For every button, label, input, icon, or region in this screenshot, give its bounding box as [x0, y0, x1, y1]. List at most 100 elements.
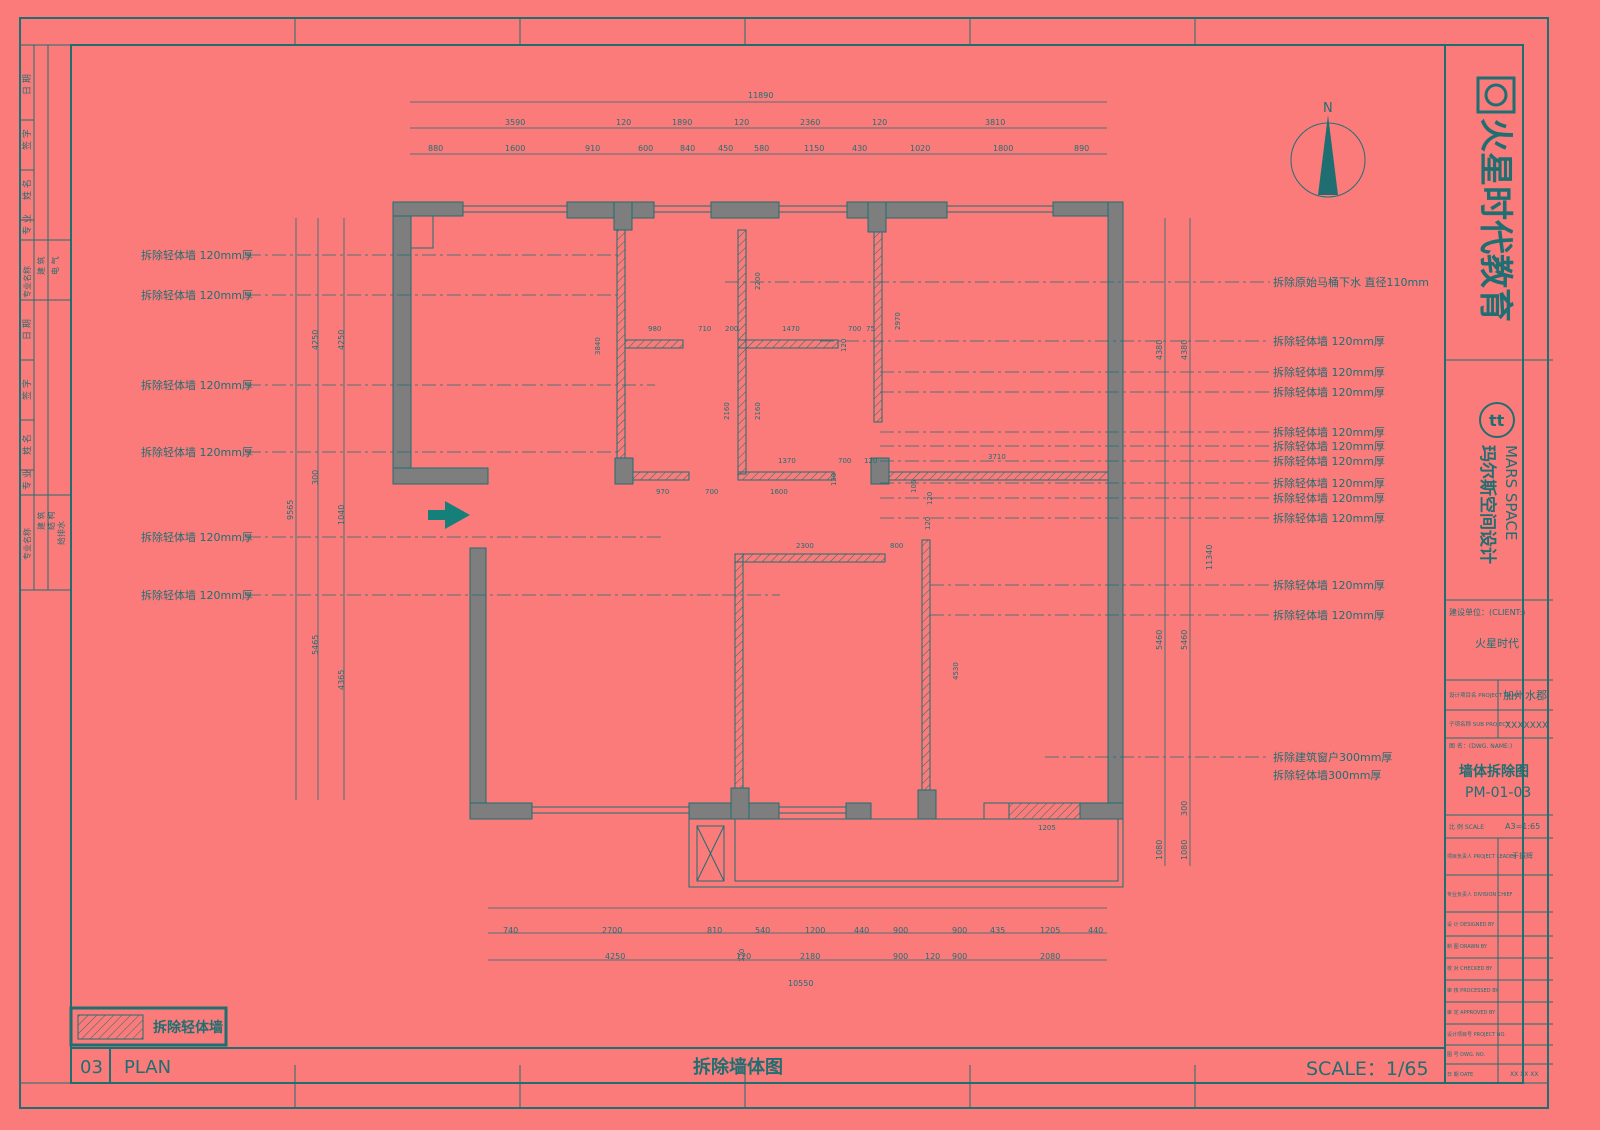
project-label: 设计项目名 PROJECT NAME	[1449, 691, 1520, 699]
dim-int-13: 700	[838, 457, 851, 465]
dim-top-r3-7: 1150	[804, 144, 824, 153]
project-value: 加州水郡	[1503, 689, 1547, 702]
leader-lines	[247, 254, 1270, 758]
strip-discipline-b: 专业名称	[22, 528, 32, 560]
right-note-0: 拆除原始马桶下水 直径110mm	[1273, 275, 1429, 289]
plan-walls	[392, 201, 1124, 820]
scale-label: 比 例 SCALE	[1449, 823, 1484, 831]
dim-top-r3-6: 580	[754, 144, 769, 153]
dim-top-r3-3: 600	[638, 144, 653, 153]
mars-space-cn: 玛尔斯空间设计	[1477, 445, 1498, 564]
dim-top-r2-1: 120	[616, 118, 631, 127]
row-label-4: 校 对 CHECKED BY	[1447, 965, 1493, 972]
side-dimensions: 4250 4250 300 1040 9565 5465 4365 4380 4…	[286, 330, 1214, 860]
left-note-4: 拆除轻体墙 120mm厚	[141, 530, 253, 544]
dim-right-6: 1080	[1155, 840, 1164, 860]
dim-bot-r2-3: 900	[893, 952, 908, 961]
dim-top-r3-10: 1800	[993, 144, 1013, 153]
dim-right-7: 1080	[1180, 840, 1189, 860]
company-name: 火星时代教育	[1475, 118, 1515, 322]
right-note-7: 拆除轻体墙 120mm厚	[1273, 476, 1385, 490]
dim-bot-r2-2: 2180	[800, 952, 820, 961]
row-label-3: 制 图 DRAWN BY	[1447, 943, 1488, 950]
bottom-title-bar: 03 PLAN 拆除墙体图 SCALE：1/65	[71, 1047, 1445, 1083]
dim-bot-r1-6: 900	[893, 926, 908, 935]
left-note-2: 拆除轻体墙 120mm厚	[141, 378, 253, 392]
dim-int-23: 800	[890, 542, 903, 550]
dim-int-3: 200	[725, 325, 738, 333]
legend-label: 拆除轻体墙	[153, 1019, 223, 1036]
dim-left-2: 300	[311, 470, 320, 485]
row-label-6: 审 定 APPROVED BY	[1447, 1009, 1496, 1016]
dim-bot-r2-6: 2080	[1040, 952, 1060, 961]
row-value-0: 于振辉	[1512, 851, 1533, 860]
dim-top-r2-2: 1890	[672, 118, 692, 127]
left-note-5: 拆除轻体墙 120mm厚	[141, 588, 253, 602]
bottom-dimensions: 740 2700 810 540 1200 440 900 900 435 12…	[503, 926, 1103, 988]
dim-bot-r2-1: 120	[736, 952, 751, 961]
dim-top-r3-5: 450	[718, 144, 733, 153]
dim-right-1: 4380	[1180, 340, 1189, 360]
dim-left-4: 9565	[286, 500, 295, 520]
dim-int-12: 1370	[778, 457, 796, 465]
dim-left-3: 1040	[337, 505, 346, 525]
dim-int-27: 120	[738, 949, 746, 962]
right-annotations: 拆除原始马桶下水 直径110mm 拆除轻体墙 120mm厚 拆除轻体墙 120m…	[1273, 275, 1429, 782]
client-label: 建设单位：(CLIENT:)	[1449, 607, 1525, 617]
left-signature-strip: 日 期 签 字 姓 名 专 业 专业名称 建 筑 电 气 日 期 签 字 姓 名…	[20, 44, 71, 591]
scale-value: A3=1:65	[1505, 822, 1540, 831]
row-label-1: 专业负责人 DIVISION CHIEF	[1447, 891, 1513, 898]
mars-space-logo-icon	[1479, 402, 1515, 438]
right-note-8: 拆除轻体墙 120mm厚	[1273, 491, 1385, 505]
dim-bot-r1-9: 1205	[1040, 926, 1060, 935]
dim-int-20: 105	[910, 480, 918, 493]
right-note-11: 拆除轻体墙 120mm厚	[1273, 608, 1385, 622]
mars-space-en: MARS SPACE	[1502, 445, 1520, 540]
strip-discipline-a-1: 建 筑	[36, 256, 46, 275]
drawing-name: 墙体拆除图	[1459, 763, 1529, 780]
dim-right-2: 11340	[1205, 545, 1214, 570]
strip-mid-2: 签 字	[21, 379, 33, 400]
north-arrow-icon	[1318, 115, 1338, 195]
row-label-7: 设计项目号 PROJECT NO.	[1447, 1031, 1506, 1038]
dim-left-6: 4365	[337, 670, 346, 690]
dim-top-r3-4: 840	[680, 144, 695, 153]
dim-top-r3-9: 1020	[910, 144, 930, 153]
strip-discipline-a-2: 电 气	[50, 256, 60, 275]
strip-upper-4: 专 业	[21, 214, 33, 235]
dim-int-24: 120	[924, 517, 932, 530]
dim-bot-r1-2: 810	[707, 926, 722, 935]
dwg-name-label: 图 名：(DWG. NAME:)	[1449, 742, 1512, 750]
dim-int-4: 1470	[782, 325, 800, 333]
dim-int-7: 2200	[754, 272, 762, 290]
dim-right-5: 300	[1180, 801, 1189, 816]
top-dimensions: 11890 3590 120 1890 120 2360 120 3810 88…	[428, 91, 1089, 153]
dim-bot-r1-3: 540	[755, 926, 770, 935]
right-note-4: 拆除轻体墙 120mm厚	[1273, 425, 1385, 439]
dim-int-22: 2300	[796, 542, 814, 550]
row-label-2: 设 计 DESIGNED BY	[1447, 921, 1495, 928]
strip-mid-1: 日 期	[22, 319, 33, 340]
title-block-rows: 项目负责人 PROJECT LEADER 于振辉 专业负责人 DIVISION …	[1447, 851, 1538, 1078]
dim-top-r3-2: 910	[585, 144, 600, 153]
left-note-0: 拆除轻体墙 120mm厚	[141, 248, 253, 262]
dim-bot-r1-10: 440	[1088, 926, 1103, 935]
drawing-scale: SCALE：1/65	[1306, 1058, 1429, 1080]
strip-mid-3: 姓 名	[21, 434, 33, 455]
dim-int-17: 700	[705, 488, 718, 496]
dim-bot-overall: 10550	[788, 979, 813, 988]
strip-upper-1: 日 期	[22, 74, 33, 95]
entrance-arrow-icon	[428, 501, 470, 529]
dim-int-8: 2970	[894, 312, 902, 330]
right-note-5: 拆除轻体墙 120mm厚	[1273, 439, 1385, 453]
plan-windows	[410, 205, 1124, 888]
right-note-9: 拆除轻体墙 120mm厚	[1273, 511, 1385, 525]
dim-int-15: 3710	[988, 453, 1006, 461]
svg-text:tt: tt	[1489, 411, 1505, 430]
dim-bot-r1-5: 440	[854, 926, 869, 935]
legend-hatch-swatch	[77, 1014, 144, 1040]
dim-top-r2-6: 3810	[985, 118, 1005, 127]
north-arrow: N	[1290, 101, 1366, 198]
company-logo-icon	[1476, 76, 1516, 114]
